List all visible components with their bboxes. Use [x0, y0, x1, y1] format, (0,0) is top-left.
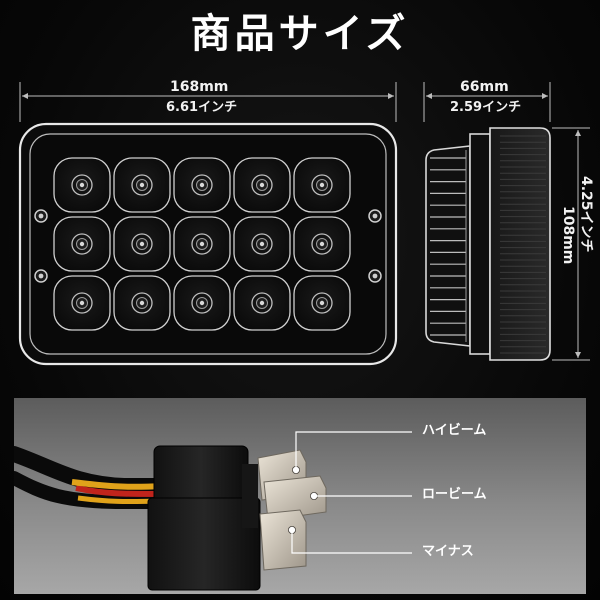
led-cell-grid [53, 157, 351, 331]
depth-inch: 2.59インチ [450, 100, 522, 115]
label-high-beam: ハイビーム [422, 423, 487, 438]
led-cell [293, 157, 351, 213]
depth-mm: 66mm [460, 79, 509, 95]
connector-plug [147, 445, 261, 591]
led-cell [233, 275, 291, 331]
led-cell [113, 216, 171, 272]
terminal-minus [259, 509, 307, 571]
led-cell [173, 157, 231, 213]
led-cell [53, 275, 111, 331]
led-cell [293, 275, 351, 331]
label-low-beam: ロービーム [422, 487, 487, 502]
led-cell [233, 216, 291, 272]
led-cell [53, 157, 111, 213]
width-mm: 168mm [170, 79, 229, 95]
width-dimension-line [19, 82, 397, 122]
led-cell [113, 157, 171, 213]
led-cell [173, 216, 231, 272]
connector-photo: ハイビーム ロービーム マイナス [14, 398, 586, 594]
mounting-screw [34, 269, 48, 283]
mounting-screw [368, 209, 382, 223]
height-dimension-line [552, 127, 590, 361]
mounting-screw [368, 269, 382, 283]
leader-line [310, 492, 412, 500]
dimension-drawing [18, 82, 590, 366]
cable [14, 446, 172, 509]
led-cell [53, 216, 111, 272]
leader-line [288, 526, 412, 554]
led-cell [293, 216, 351, 272]
height-inch: 4.25インチ [578, 176, 594, 253]
depth-dimension-line [423, 82, 551, 122]
led-cell [173, 275, 231, 331]
led-cell [113, 275, 171, 331]
width-inch: 6.61インチ [166, 100, 238, 115]
mounting-screw [34, 209, 48, 223]
lens-ridges [500, 135, 546, 354]
page-title: 商品サイズ [190, 11, 410, 57]
led-cell [233, 157, 291, 213]
leader-line [292, 431, 412, 474]
side-view [425, 127, 551, 361]
front-view [18, 122, 398, 366]
heat-sink-fins [430, 150, 467, 342]
label-minus: マイナス [422, 544, 474, 559]
height-mm: 108mm [560, 206, 576, 265]
